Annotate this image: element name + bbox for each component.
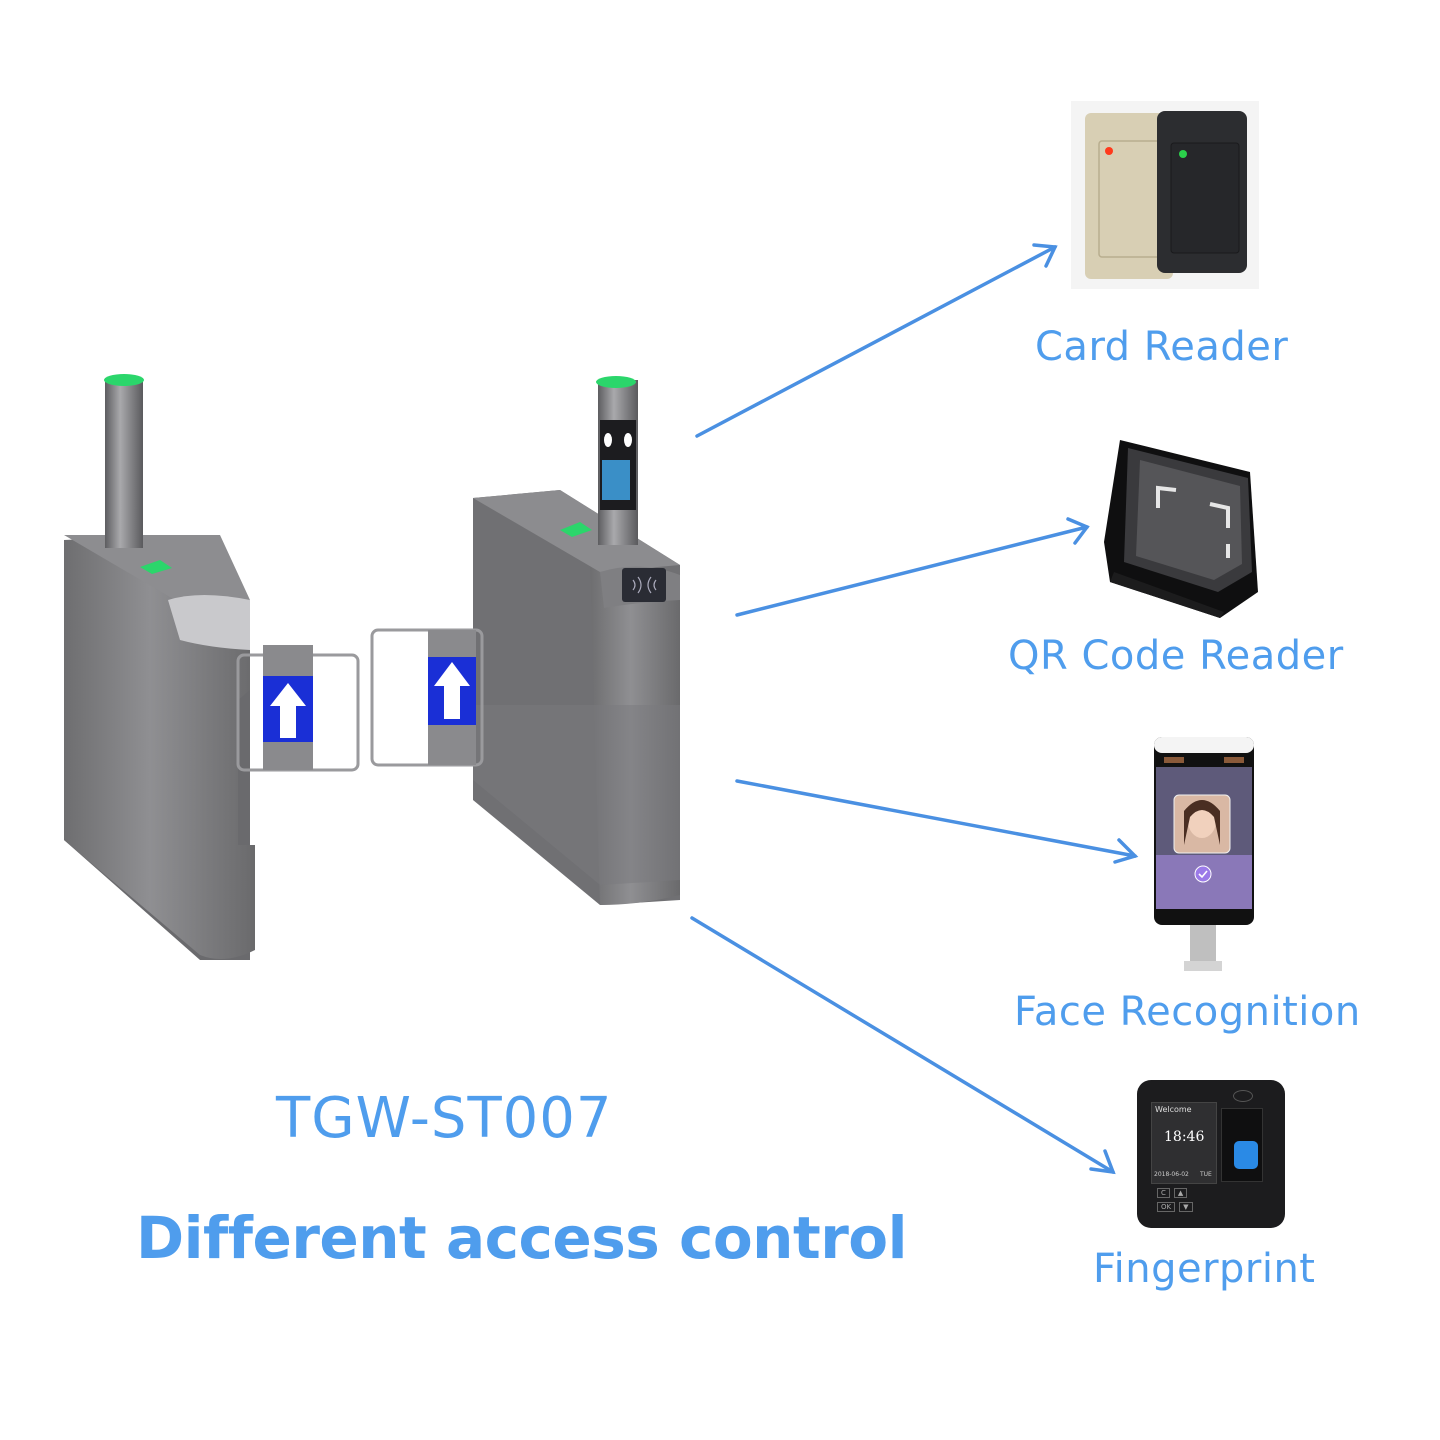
fingerprint-terminal-icon: Welcome 18:46 2018-06-02 TUE C ▲ OK ▼: [1137, 1080, 1285, 1228]
card-reader-icon: [1071, 101, 1259, 289]
fp-day: TUE: [1200, 1171, 1212, 1178]
right-gate-up-arrow-icon: [434, 662, 470, 719]
fp-time: 18:46: [1164, 1129, 1205, 1145]
product-tagline: Different access control: [136, 1204, 908, 1272]
qr-reader-label: QR Code Reader: [1008, 633, 1344, 679]
fingerprint-label: Fingerprint: [1093, 1246, 1316, 1292]
fp-key-up: ▲: [1173, 1188, 1188, 1198]
qr-reader-icon: [1104, 440, 1258, 618]
face-recognition-label: Face Recognition: [1014, 989, 1361, 1035]
left-cabinet: [64, 374, 255, 960]
right-pole-face-screen: [602, 460, 630, 500]
arrow-to-fingerprint: [690, 916, 1116, 1175]
arrow-to-card-reader: [695, 243, 1058, 438]
left-pole-light: [104, 374, 144, 386]
fp-key-ok: OK: [1157, 1202, 1176, 1212]
product-model: TGW-ST007: [276, 1086, 613, 1151]
arrow-to-qr-reader: [735, 517, 1090, 617]
right-cabinet-card-pad: [622, 568, 666, 602]
left-direction-led: [140, 560, 172, 574]
fp-greeting: Welcome: [1155, 1105, 1192, 1114]
face-terminal-icon: [1154, 737, 1254, 971]
fp-key-down: ▼: [1179, 1202, 1193, 1212]
arrow-to-face-recognition: [735, 779, 1139, 864]
card-reader-label: Card Reader: [1035, 324, 1289, 370]
left-gate-up-arrow-icon: [270, 683, 306, 738]
fp-key-c: C: [1157, 1188, 1170, 1198]
fp-date: 2018-06-02: [1154, 1171, 1189, 1178]
right-direction-led: [560, 522, 592, 537]
fingerprint-sensor: [1234, 1141, 1258, 1169]
right-swing-gate: [370, 628, 484, 767]
right-pole-light: [596, 376, 636, 388]
left-swing-gate: [236, 645, 360, 772]
right-cabinet: [473, 376, 680, 905]
left-pole: [105, 378, 143, 548]
